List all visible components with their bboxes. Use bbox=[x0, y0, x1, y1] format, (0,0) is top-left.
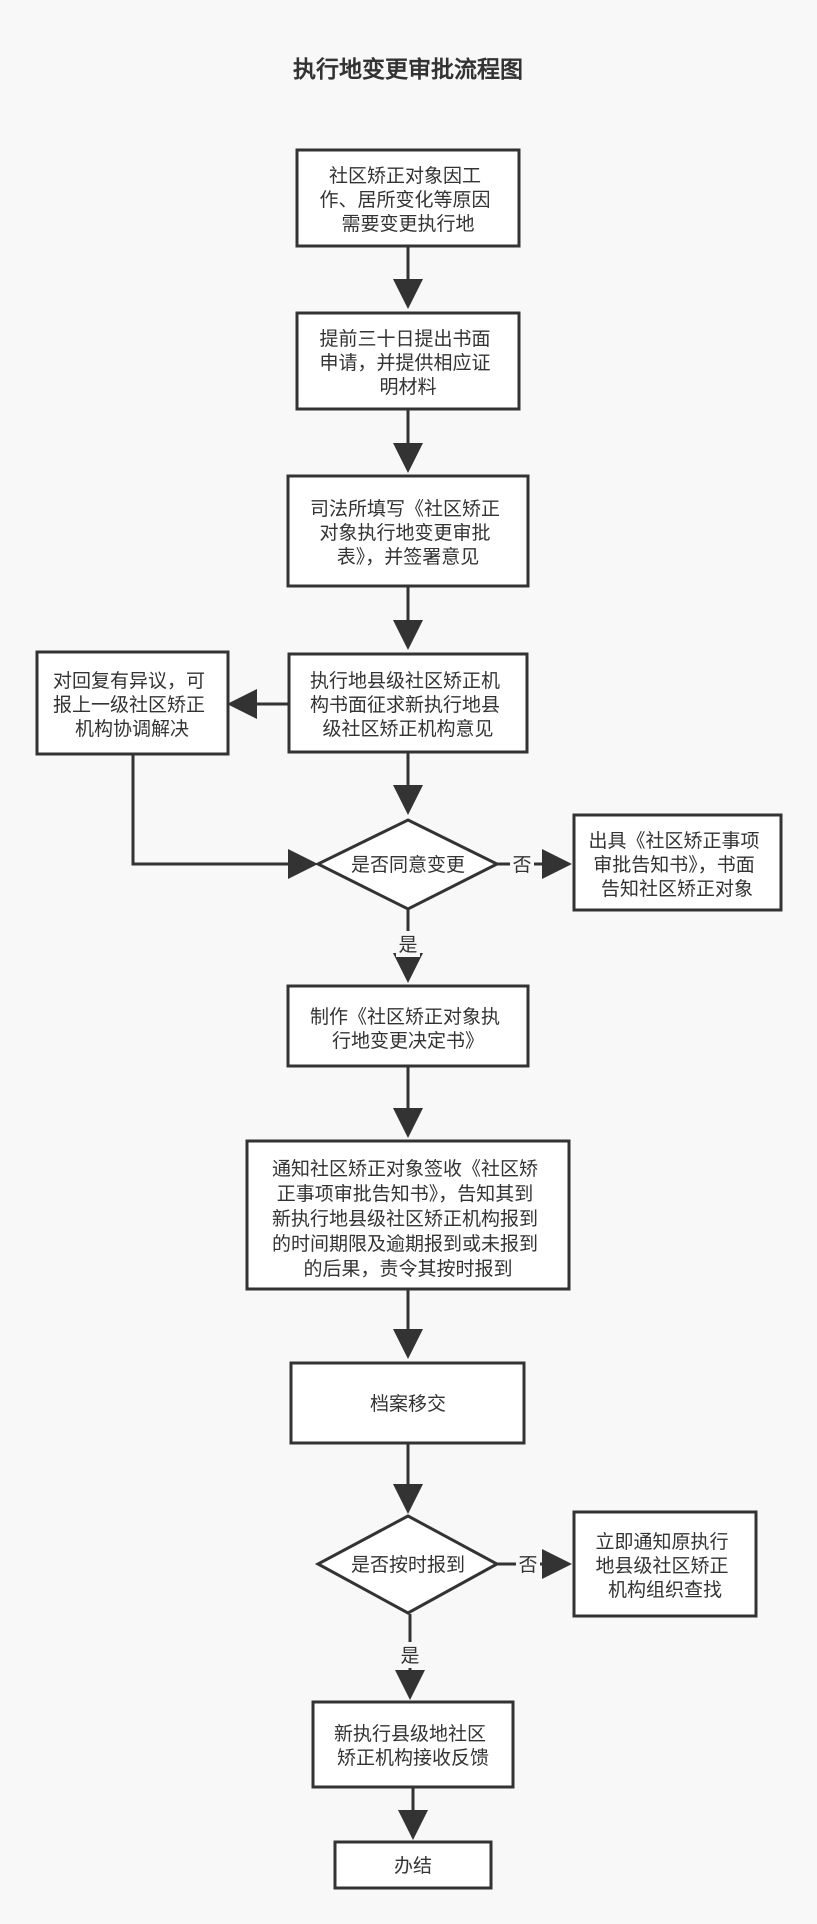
edge-label-no-2: 否 bbox=[518, 1554, 537, 1576]
svg-text:对回复有异议，可 报上一级社区矫正: 对回复有异议，可 报上一级社区矫正 机构协调解决 bbox=[53, 670, 211, 740]
svg-text:制作《社区矫正对象执 行地变更决定书》: 制作《社区矫正对象执 行地变更决定书》 bbox=[310, 1006, 506, 1052]
svg-text:提前三十日提出书面 申请，并提供相应证: 提前三十日提出书面 申请，并提供相应证 明材料 bbox=[319, 328, 496, 398]
svg-text:档案移交: 档案移交 bbox=[370, 1393, 446, 1415]
step-complete: 办结 bbox=[333, 1840, 493, 1890]
step-notify-sign: 通知社区矫正对象签收《社区矫 正事项审批告知书》，告知其到 新执行地县级社区矫正… bbox=[245, 1139, 571, 1291]
edge-label-yes-1: 是 bbox=[398, 934, 417, 956]
svg-text:办结: 办结 bbox=[394, 1855, 432, 1877]
svg-text:司法所填写《社区矫正 对象执行地变更审批: 司法所填写《社区矫正 对象执行地变更审批 表》，并签署意见 bbox=[310, 498, 506, 568]
svg-text:通知社区矫正对象签收《社区矫 正事项审批告知书》: 通知社区矫正对象签收《社区矫 正事项审批告知书》，告知其到 新执行地县级社区矫正… bbox=[272, 1158, 544, 1280]
step-objection: 对回复有异议，可 报上一级社区矫正 机构协调解决 bbox=[35, 650, 230, 756]
step-written-application: 提前三十日提出书面 申请，并提供相应证 明材料 bbox=[295, 311, 521, 411]
step-receive-feedback: 新执行县级地社区 矫正机构接收反馈 bbox=[311, 1700, 515, 1789]
decision-agree-change: 是否同意变更 bbox=[314, 818, 501, 911]
svg-text:是否按时报到: 是否按时报到 bbox=[351, 1554, 465, 1576]
step-issue-notice: 出具《社区矫正事项 审批告知书》，书面 告知社区矫正对象 bbox=[572, 813, 783, 912]
svg-text:是否同意变更: 是否同意变更 bbox=[351, 854, 465, 876]
step-make-decision: 制作《社区矫正对象执 行地变更决定书》 bbox=[286, 984, 530, 1068]
step-transfer-files: 档案移交 bbox=[289, 1361, 526, 1445]
step-solicit-opinion: 执行地县级社区矫正机 构书面征求新执行地县 级社区矫正机构意见 bbox=[287, 652, 529, 754]
edge-objection-d1 bbox=[131, 755, 318, 879]
step-search-notify: 立即通知原执行 地县级社区矫正 机构组织查找 bbox=[572, 1510, 758, 1618]
svg-text:社区矫正对象因工 作、居所变化等原因: 社区矫正对象因工 作、居所变化等原因 需要变更执行地 bbox=[319, 165, 496, 235]
svg-text:立即通知原执行 地县级社区矫正 机构: 立即通知原执行 地县级社区矫正 机构组织查找 bbox=[595, 1531, 734, 1601]
edge-label-no-1: 否 bbox=[512, 854, 531, 876]
svg-text:执行地县级社区矫正机 构书面征求新执行地县: 执行地县级社区矫正机 构书面征求新执行地县 级社区矫正机构意见 bbox=[310, 670, 506, 740]
page-title: 执行地变更审批流程图 bbox=[293, 56, 523, 83]
step-apply-reason: 社区矫正对象因工 作、居所变化等原因 需要变更执行地 bbox=[295, 148, 521, 248]
step-judicial-office-form: 司法所填写《社区矫正 对象执行地变更审批 表》，并签署意见 bbox=[286, 474, 530, 588]
svg-text:新执行县级地社区 矫正机构接收反馈: 新执行县级地社区 矫正机构接收反馈 bbox=[334, 1723, 492, 1769]
decision-report-on-time: 是否按时报到 bbox=[314, 1514, 501, 1615]
edge-label-yes-2: 是 bbox=[400, 1645, 419, 1667]
svg-text:出具《社区矫正事项 审批告知书》，书面: 出具《社区矫正事项 审批告知书》，书面 告知社区矫正对象 bbox=[588, 830, 765, 900]
